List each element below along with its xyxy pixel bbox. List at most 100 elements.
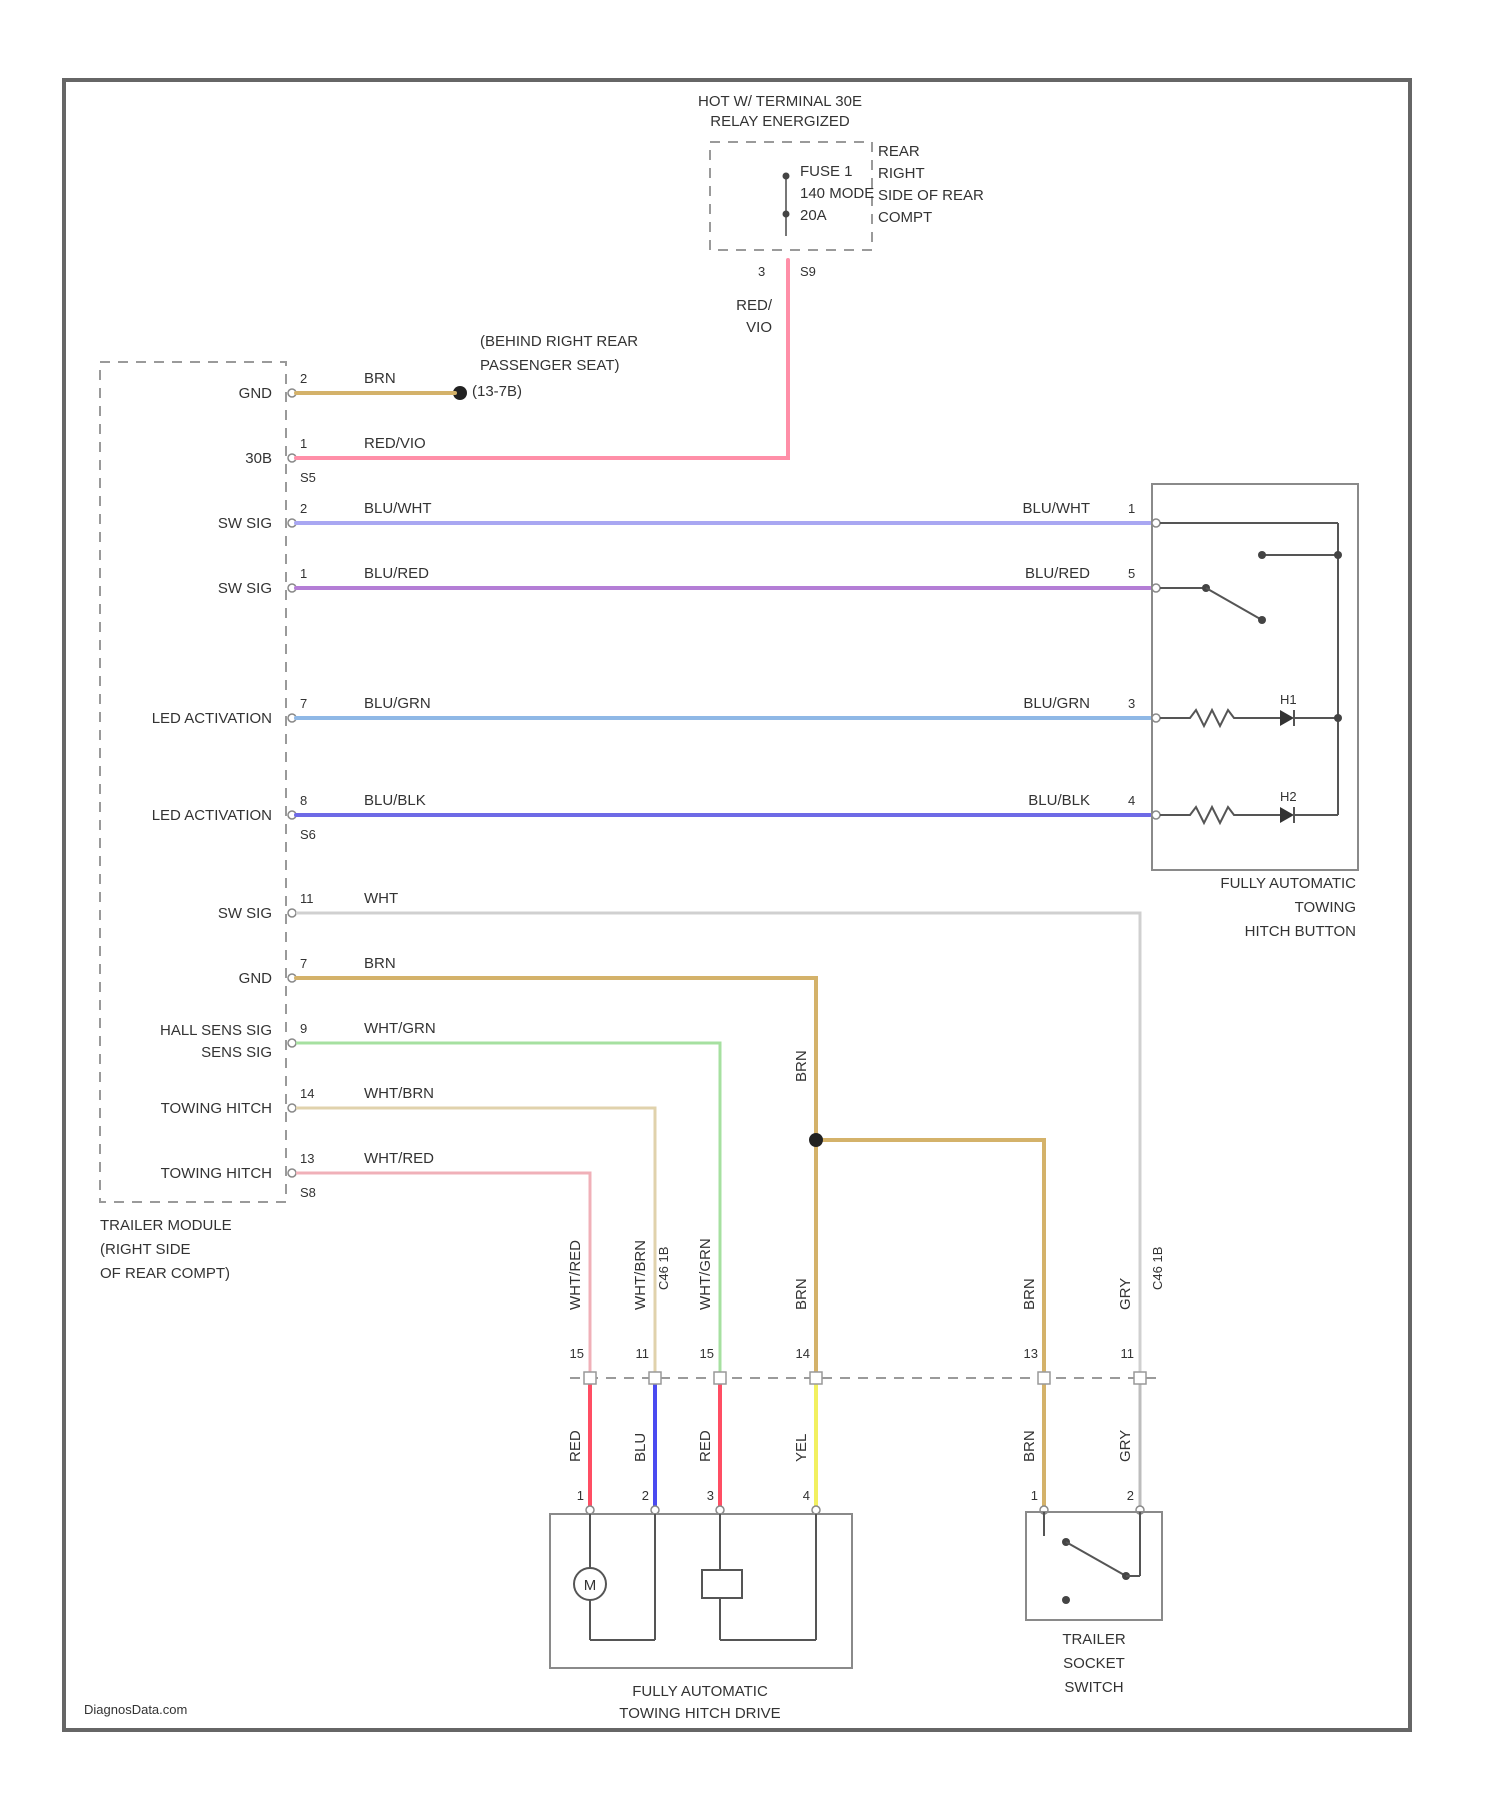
hitch-button-name-1: FULLY AUTOMATIC: [1220, 875, 1356, 892]
switch-blade: [1206, 588, 1262, 620]
ground-location-1: (BEHIND RIGHT REAR: [480, 333, 638, 350]
hall-sensor-icon: [702, 1570, 742, 1598]
module-pin-number: 2: [300, 501, 307, 516]
module-pin-label: GND: [239, 970, 273, 987]
module-pin-connector: S5: [300, 470, 316, 485]
button-pin-number: 3: [1128, 696, 1135, 711]
vertical-wire-lower-label: GRY: [1117, 1430, 1134, 1462]
button-wire-color: BLU/BLK: [1028, 792, 1090, 809]
hitch-drive: M FULLY AUTOMATIC TOWING HITCH DRIVE: [550, 1514, 852, 1722]
module-pin-terminal: [288, 1169, 296, 1177]
device-pin-terminal: [586, 1506, 594, 1514]
fuse-terminal-top: [783, 173, 790, 180]
conn-label-right: C46 1B: [1150, 1247, 1165, 1290]
trailer-module-name-2: (RIGHT SIDE: [100, 1241, 191, 1258]
led-h2-icon: [1280, 807, 1294, 823]
module-pin-label-cont: SENS SIG: [201, 1044, 272, 1061]
trailer-module-name-3: OF REAR COMPT): [100, 1265, 230, 1282]
module-pin-label: TOWING HITCH: [161, 1165, 272, 1182]
module-pin-terminal: [288, 1104, 296, 1112]
module-pin-terminal: [288, 1039, 296, 1047]
fuse-wire-color-1: RED/: [736, 297, 773, 314]
hitch-button-name-2: TOWING: [1295, 899, 1356, 916]
button-wire-color: BLU/RED: [1025, 565, 1090, 582]
module-wire-color: BLU/BLK: [364, 792, 426, 809]
module-wire-color: BLU/GRN: [364, 695, 431, 712]
button-wire-color: BLU/GRN: [1023, 695, 1090, 712]
socket-switch-name-3: SWITCH: [1064, 1679, 1123, 1696]
power-source: HOT W/ TERMINAL 30E RELAY ENERGIZED FUSE…: [698, 93, 984, 336]
device-pin-number: 2: [1127, 1488, 1134, 1503]
module-wire-color: WHT: [364, 890, 398, 907]
inline-pin-terminal: [649, 1372, 661, 1384]
inline-pin-number: 11: [1121, 1346, 1135, 1361]
module-pin-label: LED ACTIVATION: [152, 710, 272, 727]
device-pin-terminal: [651, 1506, 659, 1514]
conn-label-left: C46 1B: [656, 1247, 671, 1290]
vertical-wire-upper-label: WHT/GRN: [697, 1238, 714, 1310]
module-pin-label: GND: [239, 385, 273, 402]
hitch-button-name-3: HITCH BUTTON: [1245, 923, 1356, 940]
button-pin-terminal: [1152, 584, 1160, 592]
switch-contact-2: [1334, 551, 1342, 559]
module-pin-number: 2: [300, 371, 307, 386]
module-pin-number: 7: [300, 696, 307, 711]
button-pin-terminal: [1152, 811, 1160, 819]
device-pin-number: 1: [577, 1488, 584, 1503]
wire-gnd-branch: [816, 1140, 1044, 1375]
ground-id: (13-7B): [472, 383, 522, 400]
device-pin-terminal: [716, 1506, 724, 1514]
module-wire-color: WHT/GRN: [364, 1020, 436, 1037]
splice-dot: [809, 1133, 823, 1147]
trailer-module-name-1: TRAILER MODULE: [100, 1217, 232, 1234]
fuse-location-2: RIGHT: [878, 165, 925, 182]
vertical-wire-upper-label: BRN: [1021, 1278, 1038, 1310]
device-pin-number: 3: [707, 1488, 714, 1503]
button-pin-terminal: [1152, 519, 1160, 527]
fuse-rating: 20A: [800, 207, 827, 224]
hitch-button-box: [1152, 484, 1358, 870]
module-pin-label: SW SIG: [218, 905, 272, 922]
wire-labels: BRNRED/VIOBLU/WHTBLU/REDBLU/GRNBLU/BLKWH…: [364, 370, 436, 1167]
device-pin-terminal: [812, 1506, 820, 1514]
button-pin-number: 5: [1128, 566, 1135, 581]
inline-pin-number: 11: [636, 1346, 650, 1361]
ground-location-2: PASSENGER SEAT): [480, 357, 619, 374]
button-pin-number: 1: [1128, 501, 1135, 516]
fuse-mode: 140 MODE: [800, 185, 874, 202]
wire-wht-brn: [296, 1108, 655, 1375]
hitch-drive-name-1: FULLY AUTOMATIC: [632, 1683, 768, 1700]
fuse-location-1: REAR: [878, 143, 920, 160]
module-wire-color: BRN: [364, 955, 396, 972]
module-wire-color: WHT/BRN: [364, 1085, 434, 1102]
hitch-drive-name-2: TOWING HITCH DRIVE: [619, 1705, 780, 1722]
inline-pin-number: 13: [1024, 1346, 1038, 1361]
device-pin-number: 1: [1031, 1488, 1038, 1503]
socket-blade: [1066, 1542, 1126, 1576]
vertical-wire-upper-label: BRN: [793, 1278, 810, 1310]
splice-wire-label: BRN: [793, 1050, 810, 1082]
socket-contact-3: [1062, 1596, 1070, 1604]
inline-pin-terminal: [584, 1372, 596, 1384]
button-pin-terminal: [1152, 714, 1160, 722]
vertical-wire-lower-label: BRN: [1021, 1430, 1038, 1462]
wire-wht: [296, 913, 1140, 1375]
socket-switch: TRAILER SOCKET SWITCH: [1026, 1512, 1162, 1696]
fuse-terminal-bottom: [783, 211, 790, 218]
module-pin-number: 1: [300, 566, 307, 581]
led-h1-icon: [1280, 710, 1294, 726]
resistor-h2: [1160, 807, 1280, 823]
vertical-wire-upper-label: WHT/BRN: [632, 1240, 649, 1310]
device-pin-number: 4: [803, 1488, 810, 1503]
hot-label-line2: RELAY ENERGIZED: [710, 113, 850, 130]
vertical-wire-lower-label: RED: [567, 1430, 584, 1462]
button-pin-number: 4: [1128, 793, 1135, 808]
module-wire-color: BLU/RED: [364, 565, 429, 582]
module-pin-label: 30B: [245, 450, 272, 467]
vertical-wire-lower-label: BLU: [632, 1433, 649, 1462]
inline-pin-number: 15: [570, 1346, 584, 1361]
